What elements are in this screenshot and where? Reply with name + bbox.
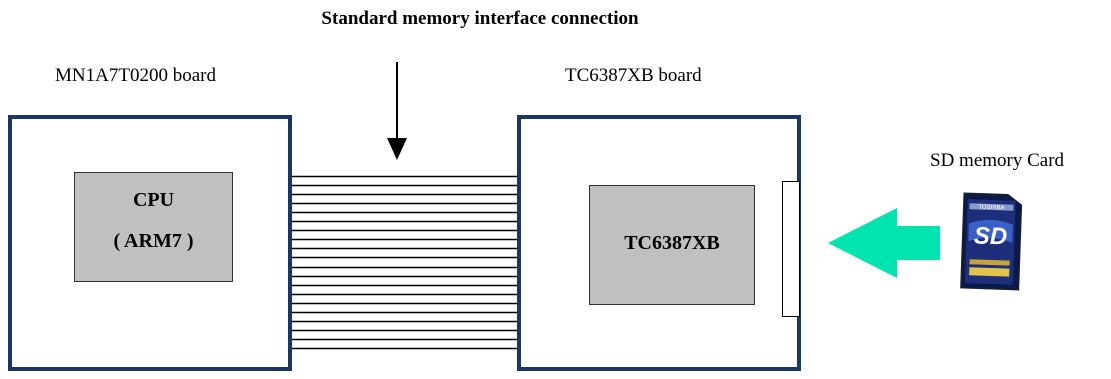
tc6387xb-chip-label: TC6387XB xyxy=(624,232,720,254)
sd-card-slot xyxy=(782,181,800,317)
memory-bus-lines xyxy=(292,175,517,350)
cpu-label: CPU xyxy=(132,189,175,211)
cpu-chip: CPU ( ARM7 ) xyxy=(74,172,233,282)
left-board-label: MN1A7T0200 board xyxy=(55,65,216,86)
title-pointer-arrow xyxy=(387,62,407,160)
sd-card-icon: TOSHIBA SD xyxy=(960,192,1023,291)
diagram-title: Standard memory interface connection xyxy=(321,8,639,29)
insert-arrow-icon xyxy=(828,208,940,278)
sd-card-label: SD memory Card xyxy=(930,150,1065,171)
right-board-label: TC6387XB board xyxy=(565,65,702,86)
tc6387xb-chip: TC6387XB xyxy=(589,185,755,305)
cpu-arch-label: ( ARM7 ) xyxy=(113,230,194,252)
sd-card-brand: TOSHIBA xyxy=(978,205,1004,212)
sd-card-logo: SD xyxy=(973,222,1007,250)
